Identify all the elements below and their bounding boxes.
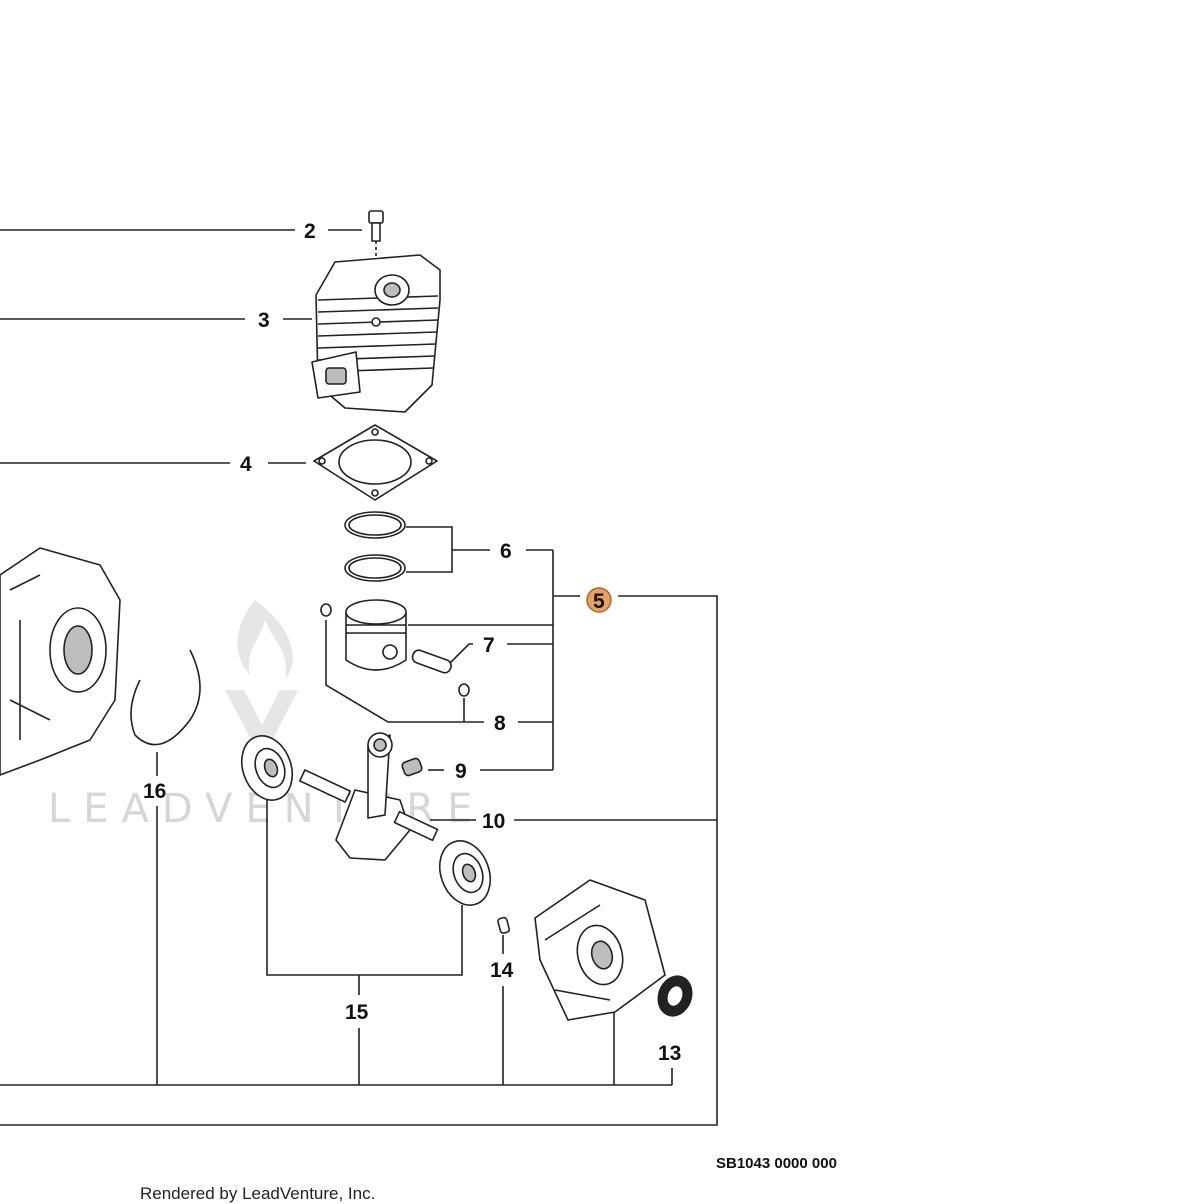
leader-lines: [0, 229, 718, 1126]
callout-9[interactable]: 9: [455, 760, 467, 783]
part-piston: [345, 599, 407, 671]
part-bearing-left: [240, 735, 294, 801]
callout-13[interactable]: 13: [658, 1042, 681, 1065]
part-needle-bearing: [401, 757, 423, 777]
part-crankcase-left: [0, 547, 121, 776]
drawing-code: SB1043 0000 000: [716, 1155, 837, 1172]
callout-5-highlight: [586, 587, 612, 613]
part-oil-seal: [657, 975, 693, 1017]
part-piston-rings: [344, 511, 406, 582]
callout-7[interactable]: 7: [483, 634, 495, 657]
part-piston-pin: [411, 649, 452, 674]
callout-5[interactable]: 5: [593, 590, 605, 613]
part-crankshaft: [299, 732, 439, 861]
callout-6[interactable]: 6: [500, 540, 512, 563]
callout-3[interactable]: 3: [258, 309, 270, 332]
part-cylinder: [311, 254, 441, 413]
callout-4[interactable]: 4: [240, 453, 252, 476]
callout-10[interactable]: 10: [482, 810, 505, 833]
callout-16[interactable]: 16: [143, 780, 166, 803]
part-crankcase-half: [534, 879, 666, 1021]
part-circlips: [320, 603, 470, 697]
callout-15[interactable]: 15: [345, 1001, 369, 1024]
part-bolt: [368, 210, 384, 320]
render-credit: Rendered by LeadVenture, Inc.: [140, 1184, 376, 1203]
callout-2[interactable]: 2: [304, 220, 316, 243]
part-crankcase-gasket: [130, 649, 201, 746]
callout-8[interactable]: 8: [494, 712, 506, 735]
part-gasket: [313, 424, 438, 501]
callout-5-badge[interactable]: 5: [586, 587, 612, 613]
part-bearing-right: [438, 840, 492, 906]
part-dowel-pin: [497, 916, 511, 934]
callout-14[interactable]: 14: [490, 959, 514, 982]
